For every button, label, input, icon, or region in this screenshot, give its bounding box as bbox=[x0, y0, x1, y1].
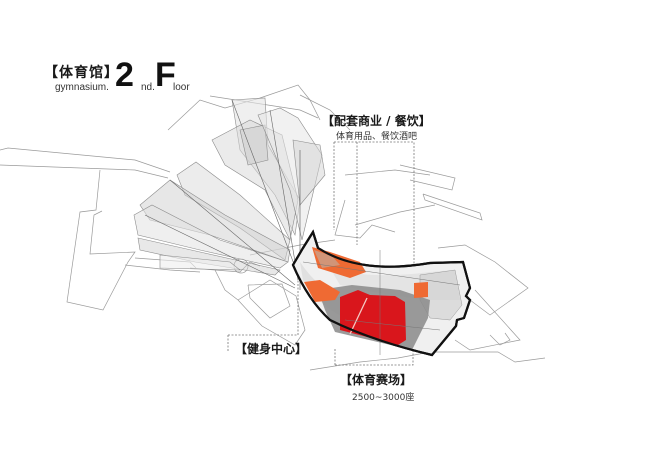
callout-dashed-frames bbox=[227, 141, 415, 366]
label-arena-title: 【体育赛场】 bbox=[340, 373, 413, 387]
stacked-massing-fan bbox=[133, 97, 326, 290]
gymnasium-building bbox=[291, 229, 472, 357]
floor-number: 2 bbox=[115, 56, 134, 94]
label-commercial-subtitle: 体育用品、餐饮酒吧 bbox=[336, 132, 418, 142]
floor-suffix: nd. bbox=[141, 82, 155, 93]
label-fitness-title: 【健身中心】 bbox=[235, 342, 308, 356]
commercial-orange-block-2 bbox=[304, 280, 340, 302]
floor-rest: loor bbox=[173, 82, 190, 93]
commercial-orange-block-3 bbox=[414, 282, 428, 298]
label-commercial-title: 【配套商业 / 餐饮】 bbox=[322, 114, 431, 128]
label-arena-subtitle: 2500~3000座 bbox=[352, 393, 415, 403]
floor-initial: F bbox=[155, 56, 176, 94]
title-english: gymnasium. bbox=[55, 82, 109, 93]
title-chinese: 【体育馆】 bbox=[44, 65, 119, 81]
